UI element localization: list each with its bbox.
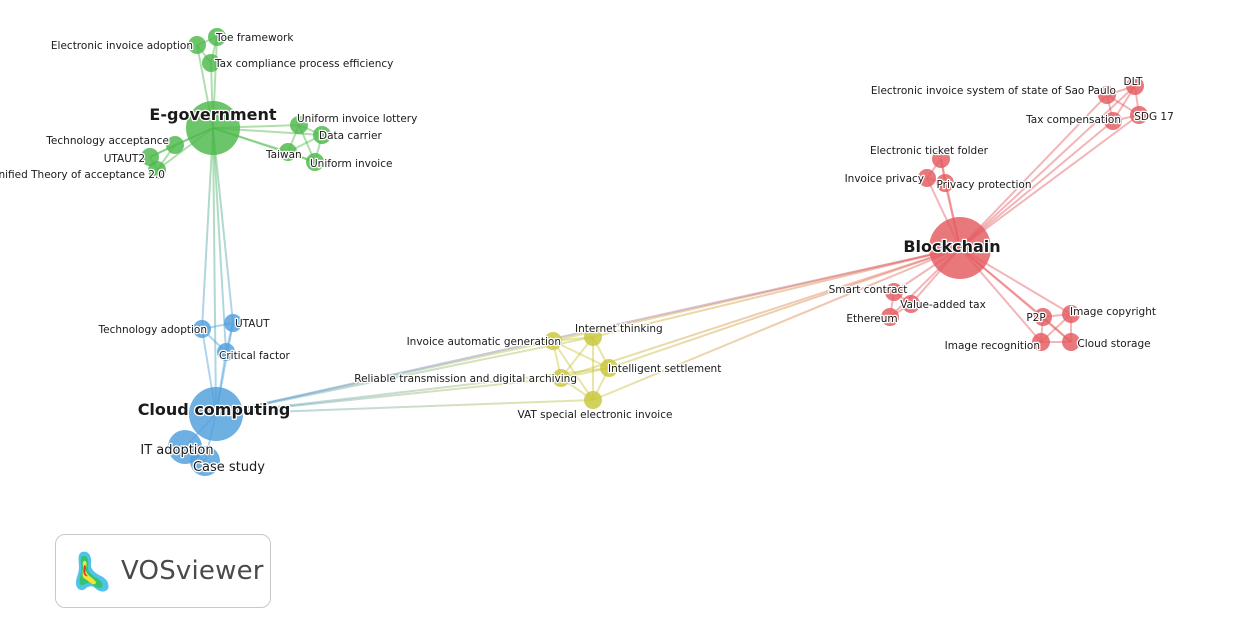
link-bc-dlt: [959, 85, 1136, 249]
node-label-vat[interactable]: VAT special electronic invoice: [516, 408, 673, 423]
node-p2p[interactable]: [1034, 308, 1052, 326]
node-label-is[interactable]: Intelligent settlement: [607, 362, 723, 377]
node-label-vatx[interactable]: Value-added tax: [899, 298, 987, 313]
link-egov-cf: [212, 127, 227, 353]
link-bc-vat: [592, 247, 961, 401]
node-it[interactable]: [584, 328, 602, 346]
node-label-toe[interactable]: Toe framework: [214, 31, 296, 46]
node-vatx[interactable]: [902, 295, 920, 313]
node-cs[interactable]: [190, 446, 220, 476]
node-utaut20[interactable]: [148, 161, 166, 179]
node-label-ui[interactable]: Uniform invoice: [309, 157, 394, 172]
node-label-dlt[interactable]: DLT: [1122, 75, 1144, 90]
node-label-rtda[interactable]: Reliable transmission and digital archiv…: [353, 372, 578, 387]
vosviewer-logo-text: VOSviewer: [121, 556, 264, 586]
node-label-cloud[interactable]: Cloud computing: [136, 399, 291, 421]
node-label-itad[interactable]: IT adoption: [139, 442, 215, 460]
link-cloud-vat: [215, 399, 594, 415]
node-vat[interactable]: [584, 391, 602, 409]
vosviewer-density-icon: [76, 551, 109, 592]
link-egov-utaut: [212, 127, 234, 324]
link-egov-tadopt: [201, 127, 214, 330]
node-utaut[interactable]: [224, 314, 242, 332]
node-label-uil[interactable]: Uniform invoice lottery: [296, 112, 419, 127]
node-eth[interactable]: [881, 308, 899, 326]
node-taxc[interactable]: [1104, 112, 1122, 130]
node-label-it[interactable]: Internet thinking: [574, 322, 664, 337]
node-tadopt[interactable]: [193, 320, 211, 338]
node-sdg[interactable]: [1130, 106, 1148, 124]
node-label-ir[interactable]: Image recognition: [943, 339, 1041, 354]
node-label-sdg[interactable]: SDG 17: [1133, 110, 1175, 125]
node-dc[interactable]: [313, 126, 331, 144]
link-iag-vat: [552, 340, 594, 401]
node-label-taxc[interactable]: Tax compensation: [1024, 113, 1122, 128]
node-ip[interactable]: [918, 169, 936, 187]
link-bc-is: [608, 247, 961, 369]
node-label-dc[interactable]: Data carrier: [318, 129, 384, 144]
link-bc-it: [592, 247, 961, 338]
link-bc-eisp: [959, 94, 1108, 249]
node-label-cf[interactable]: Critical factor: [218, 349, 292, 364]
node-cf[interactable]: [217, 343, 235, 361]
node-label-tcpe[interactable]: Tax compliance process efficiency: [213, 57, 395, 72]
node-label-ip[interactable]: Invoice privacy: [843, 172, 925, 187]
node-tacc[interactable]: [166, 136, 184, 154]
link-cloud-it: [215, 336, 594, 415]
node-label-tacc[interactable]: Technology acceptance: [44, 134, 170, 149]
node-label-eisp[interactable]: Electronic invoice system of state of Sa…: [870, 84, 1118, 99]
node-label-tadopt[interactable]: Technology adoption: [96, 323, 208, 338]
node-label-sc[interactable]: Smart contract: [827, 283, 908, 298]
node-cst[interactable]: [1062, 333, 1080, 351]
node-label-cs[interactable]: Case study: [192, 459, 267, 477]
node-egov[interactable]: [186, 101, 240, 155]
node-label-utaut20[interactable]: Unified Theory of acceptance 2.0: [0, 168, 166, 183]
network-links: [149, 36, 1140, 462]
network-nodes: [141, 28, 1148, 476]
node-eisp[interactable]: [1098, 86, 1116, 104]
node-label-iag[interactable]: Invoice automatic generation: [405, 335, 562, 350]
node-dlt[interactable]: [1126, 77, 1144, 95]
node-label-bc[interactable]: Blockchain: [902, 236, 1002, 258]
link-iag-is: [552, 340, 610, 369]
node-taiwan[interactable]: [279, 143, 297, 161]
node-label-egov[interactable]: E-government: [148, 104, 278, 126]
node-uil[interactable]: [290, 116, 308, 134]
node-label-icp[interactable]: Image copyright: [1069, 305, 1157, 320]
link-bc-rtda: [560, 247, 961, 379]
link-bc-sdg: [959, 114, 1140, 249]
link-cloud-is: [215, 367, 610, 415]
node-bc[interactable]: [929, 217, 991, 279]
link-bc-taxc: [959, 120, 1114, 249]
node-label-p2p[interactable]: P2P: [1025, 311, 1047, 326]
node-eia[interactable]: [188, 36, 206, 54]
node-tcpe[interactable]: [202, 54, 220, 72]
node-label-eth[interactable]: Ethereum: [845, 312, 899, 327]
node-label-utaut[interactable]: UTAUT: [234, 317, 272, 332]
node-label-pp[interactable]: Privacy protection: [935, 178, 1033, 193]
node-etf[interactable]: [932, 150, 950, 168]
node-label-etf[interactable]: Electronic ticket folder: [869, 144, 990, 159]
node-rtda[interactable]: [552, 369, 570, 387]
node-ui[interactable]: [306, 153, 324, 171]
node-label-cst[interactable]: Cloud storage: [1076, 337, 1152, 352]
node-cloud[interactable]: [189, 387, 243, 441]
link-egov-cloud: [212, 127, 217, 415]
node-label-taiwan[interactable]: Taiwan: [264, 148, 303, 163]
node-iag[interactable]: [544, 332, 562, 350]
node-sc[interactable]: [885, 283, 903, 301]
vosviewer-logo[interactable]: VOSviewer: [55, 534, 271, 608]
node-ir[interactable]: [1032, 333, 1050, 351]
node-label-utaut2[interactable]: UTAUT2: [103, 152, 147, 167]
node-is[interactable]: [600, 359, 618, 377]
node-toe[interactable]: [208, 28, 226, 46]
node-pp[interactable]: [936, 174, 954, 192]
node-icp[interactable]: [1062, 305, 1080, 323]
node-label-eia[interactable]: Electronic invoice adoption: [50, 39, 195, 54]
